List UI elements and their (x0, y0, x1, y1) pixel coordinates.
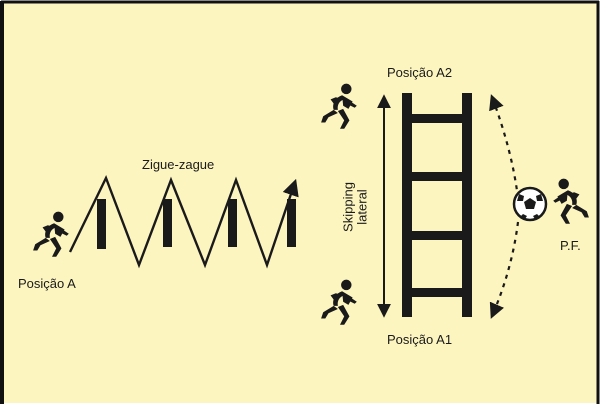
pf-label: P.F. (560, 238, 581, 253)
cone-marker (287, 199, 296, 247)
cone-marker (228, 199, 237, 247)
soccer-ball-icon (512, 186, 548, 222)
zigzag-path (68, 174, 299, 269)
skipping-lateral-label: Skipping lateral (340, 182, 369, 232)
position-a-label: Posição A (18, 276, 76, 291)
skipping-label-line2: lateral (354, 189, 369, 225)
cone-marker (163, 199, 172, 247)
agility-ladder (402, 93, 472, 317)
cone-marker (97, 199, 106, 249)
zigzag-label: Zigue-zague (142, 157, 215, 172)
pass-arrow-down (489, 221, 520, 319)
position-a2-label: Posição A2 (387, 65, 453, 80)
position-a1-label: Posição A1 (387, 332, 453, 347)
pass-arrow-up (489, 94, 520, 199)
skipping-label-line1: Skipping (340, 182, 356, 232)
